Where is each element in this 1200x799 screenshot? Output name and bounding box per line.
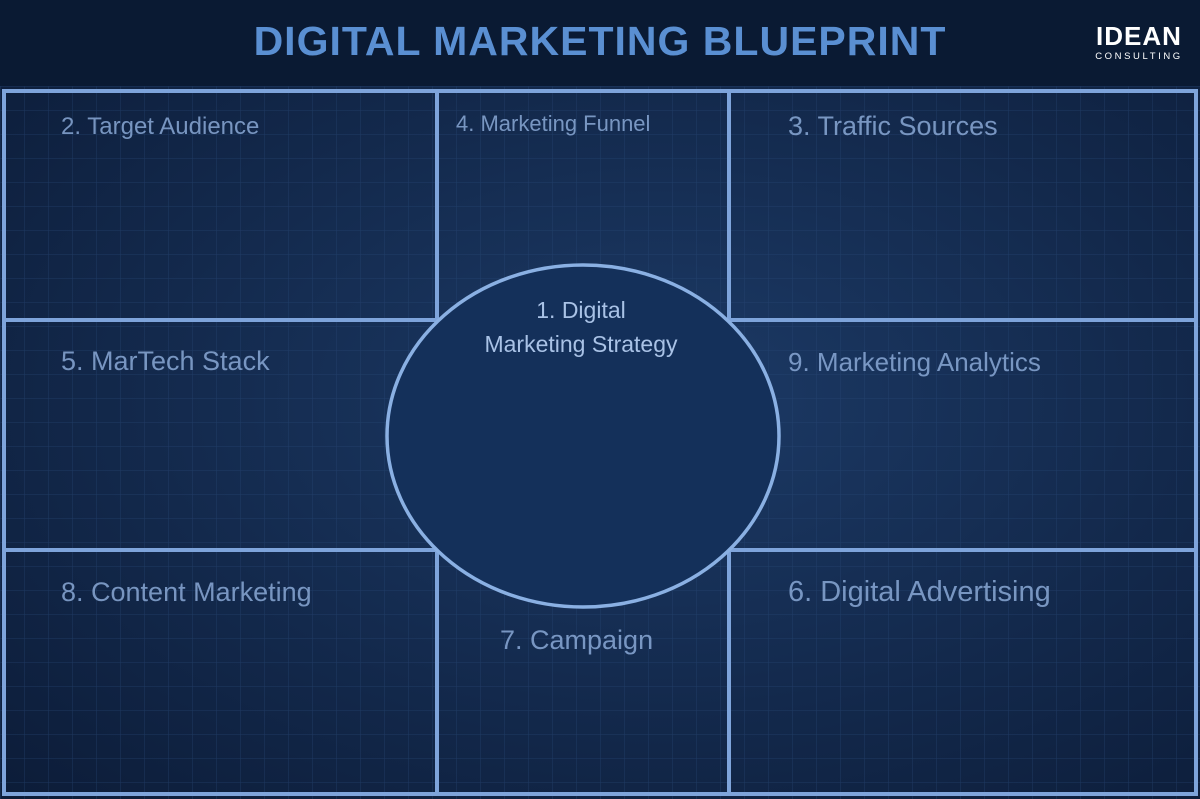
label-martech-stack: 5. MarTech Stack [61,346,270,376]
label-campaign: 7. Campaign [500,625,653,655]
label-marketing-analytics: 9. Marketing Analytics [788,347,1041,377]
logo-subtitle: CONSULTING [1095,51,1183,62]
label-traffic-sources: 3. Traffic Sources [788,111,998,141]
label-marketing-funnel: 4. Marketing Funnel [456,111,650,136]
center-label-line2: Marketing Strategy [484,331,678,357]
center-ellipse [385,263,781,609]
header-bar: DIGITAL MARKETING BLUEPRINT IDEAN CONSUL… [0,0,1200,86]
logo-word: IDEAN [1096,21,1182,51]
blueprint-diagram: 1. Digital Marketing Strategy 2. Target … [0,86,1200,799]
outer-frame [2,89,1198,796]
label-digital-advertising: 6. Digital Advertising [788,576,1051,608]
label-content-marketing: 8. Content Marketing [61,577,312,607]
page-title: DIGITAL MARKETING BLUEPRINT [253,18,947,64]
label-target-audience: 2. Target Audience [61,113,259,140]
logo: IDEAN CONSULTING [1086,22,1192,66]
center-label-line1: 1. Digital [536,297,625,323]
